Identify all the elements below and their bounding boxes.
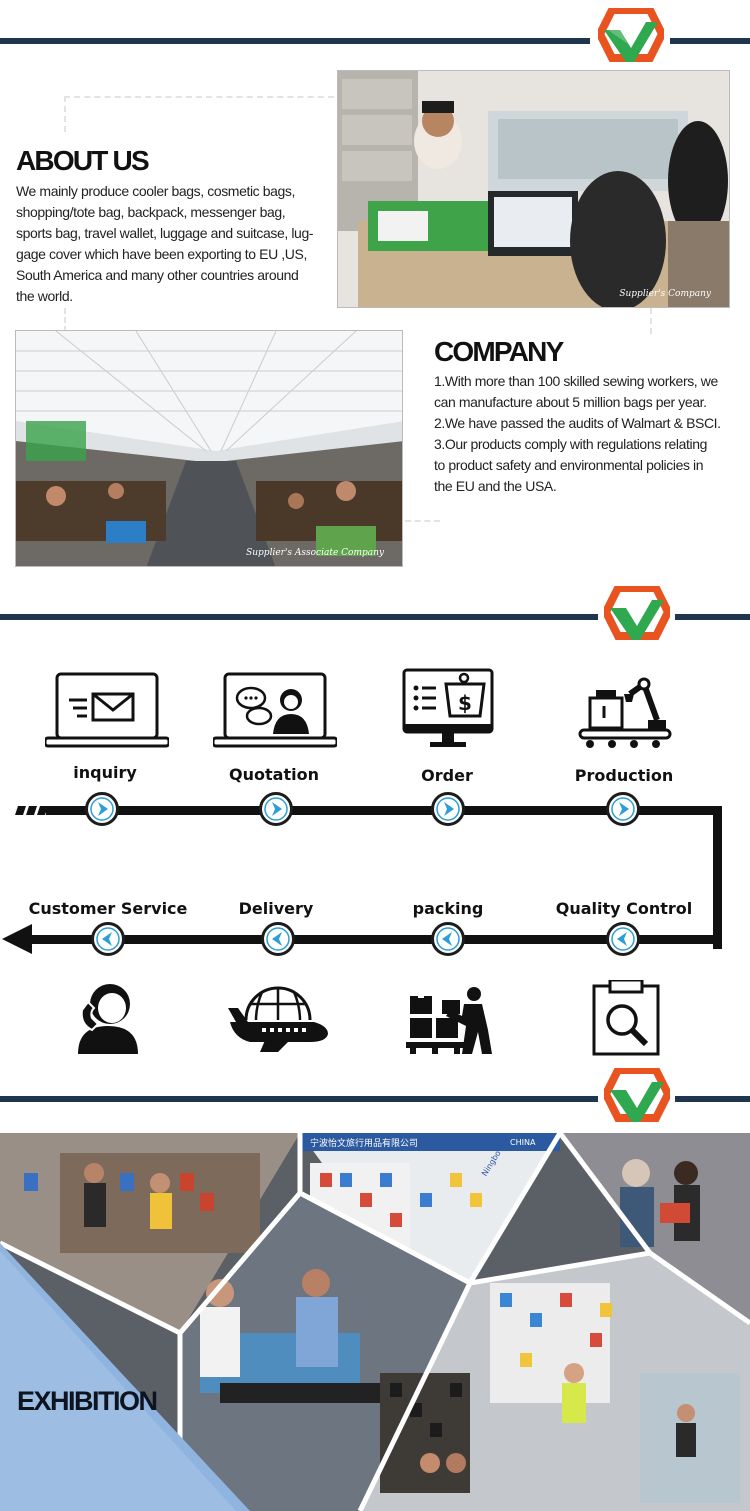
company-logo-icon — [604, 1068, 670, 1122]
section-divider-top — [0, 38, 590, 44]
company-line: can manufacture about 5 million bags per… — [434, 394, 707, 410]
about-text: We mainly produce cooler bags, cosmetic … — [16, 181, 336, 307]
next-arrow-icon — [431, 792, 465, 826]
company-text: 1.With more than 100 skilled sewing work… — [434, 371, 746, 497]
prev-arrow-icon — [91, 922, 125, 956]
dashed-frame-line — [650, 308, 652, 334]
prev-arrow-icon — [431, 922, 465, 956]
clipboard-magnifier-icon — [592, 980, 660, 1056]
dashed-frame-line — [405, 520, 440, 522]
company-logo-icon — [598, 8, 664, 62]
step-label-order: Order — [421, 766, 473, 785]
about-line: sports bag, travel wallet, luggage and s… — [16, 225, 314, 241]
email-laptop-icon — [45, 672, 169, 748]
booth-sign-cn: 宁波怡文旅行用品有限公司 — [310, 1139, 419, 1149]
worker-boxes-icon — [406, 987, 492, 1054]
robot-arm-conveyor-icon — [578, 677, 672, 748]
step-label-quality-control: Quality Control — [555, 899, 693, 918]
about-line: We mainly produce cooler bags, cosmetic … — [16, 183, 295, 199]
about-line: gage cover which have been exporting to … — [16, 246, 307, 262]
exhibition-title: EXHIBITION — [17, 1386, 158, 1416]
company-logo-icon — [604, 586, 670, 640]
step-label-packing: packing — [412, 899, 484, 918]
company-line: 1.With more than 100 skilled sewing work… — [434, 373, 718, 389]
company-title: COMPANY — [434, 336, 564, 367]
section-divider-process-right — [675, 614, 750, 620]
about-line: South America and many other countries a… — [16, 267, 299, 283]
about-line: the world. — [16, 288, 73, 304]
section-divider-process — [0, 614, 598, 620]
section-divider-top-right — [670, 38, 750, 44]
factory-photo: Supplier's Associate Company — [15, 330, 403, 567]
dashed-frame-line — [64, 96, 334, 98]
step-label-delivery: Delivery — [238, 899, 314, 918]
factory-photo-caption: Supplier's Associate Company — [246, 548, 384, 558]
support-agent-laptop-icon — [213, 672, 337, 748]
prev-arrow-icon — [261, 922, 295, 956]
booth-sign-china: CHINA — [510, 1138, 536, 1147]
customer-service-phone-icon — [78, 984, 138, 1054]
section-divider-exhibition-right — [675, 1096, 750, 1102]
section-divider-exhibition — [0, 1096, 598, 1102]
exhibition-collage: 宁波怡文旅行用品有限公司 CHINA Ningbo Yiwen Co.,Ltd. — [0, 1133, 750, 1511]
svg-text:$: $ — [458, 691, 472, 715]
next-arrow-icon — [85, 792, 119, 826]
process-flow-line — [2, 806, 722, 954]
about-title: ABOUT US — [16, 145, 150, 176]
next-arrow-icon — [259, 792, 293, 826]
company-line: 2.We have passed the audits of Walmart &… — [434, 415, 721, 431]
dashed-frame-line — [64, 96, 66, 132]
office-photo: Supplier's Company — [337, 70, 730, 308]
dashed-frame-line — [64, 308, 66, 332]
step-label-production: Production — [574, 766, 674, 785]
about-line: shopping/tote bag, backpack, messenger b… — [16, 204, 286, 220]
airplane-globe-icon — [228, 986, 328, 1052]
step-label-inquiry: inquiry — [73, 763, 137, 782]
company-line: the EU and the USA. — [434, 478, 557, 494]
prev-arrow-icon — [606, 922, 640, 956]
shopping-cart-monitor-icon: $ — [402, 668, 494, 747]
company-line: to product safety and environmental poli… — [434, 457, 704, 473]
next-arrow-icon — [606, 792, 640, 826]
office-photo-caption: Supplier's Company — [619, 289, 711, 299]
step-label-customer-service: Customer Service — [28, 899, 188, 918]
company-line: 3.Our products comply with regulations r… — [434, 436, 708, 452]
step-label-quotation: Quotation — [229, 765, 319, 784]
